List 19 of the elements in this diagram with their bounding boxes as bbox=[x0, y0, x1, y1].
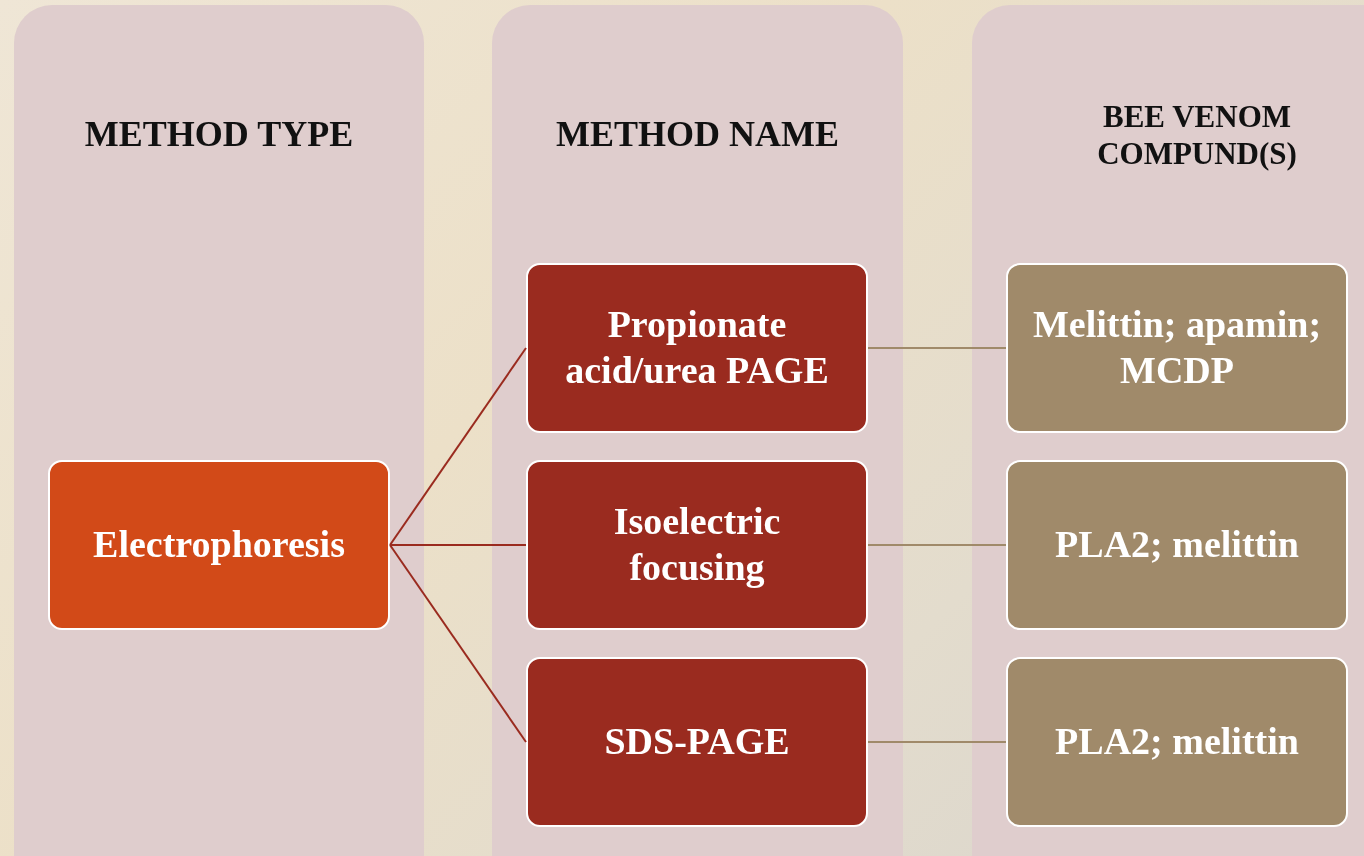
column-heading: METHOD TYPE bbox=[84, 113, 354, 157]
rounded-box: Isoelectric focusing bbox=[526, 460, 868, 630]
column-panel bbox=[492, 5, 903, 856]
rounded-box: Propionate acid/urea PAGE bbox=[526, 263, 868, 433]
connector-line bbox=[867, 347, 1007, 349]
connector-line bbox=[867, 544, 1007, 546]
rounded-box: Electrophoresis bbox=[48, 460, 390, 630]
column-heading: BEE VENOM COMPUND(S) bbox=[1096, 97, 1298, 173]
column-panel bbox=[972, 5, 1364, 856]
connector-line bbox=[389, 347, 527, 546]
rounded-box: Melittin; apamin; MCDP bbox=[1006, 263, 1348, 433]
connector-line bbox=[867, 741, 1007, 743]
connector-line bbox=[389, 544, 527, 743]
rounded-box: PLA2; melittin bbox=[1006, 460, 1348, 630]
connector-line bbox=[389, 544, 527, 546]
column-panel bbox=[14, 5, 424, 856]
rounded-box: PLA2; melittin bbox=[1006, 657, 1348, 827]
column-heading: METHOD NAME bbox=[556, 113, 839, 157]
rounded-box: SDS-PAGE bbox=[526, 657, 868, 827]
